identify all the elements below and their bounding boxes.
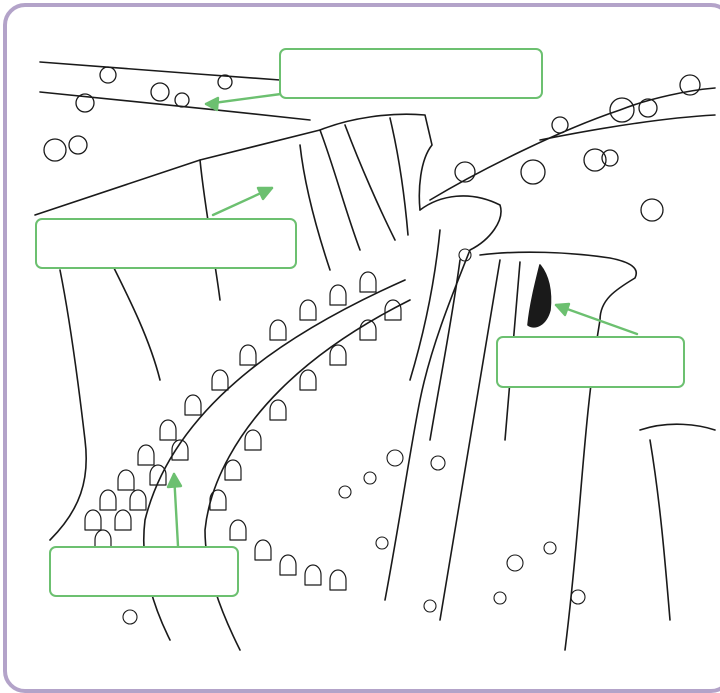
far-right-slope [539,114,716,141]
tree-cluster-right [209,299,402,591]
central-pillar-inner [409,229,461,441]
right-cliff-face [439,259,601,651]
label-arrows [166,92,639,548]
plateau-edge-right [429,87,716,201]
right-ledge [639,423,716,621]
tree-cluster-left [84,271,377,551]
arrow-cave-head [554,302,571,317]
left-cliff-face [199,117,409,301]
plateau-edge-left [39,61,311,121]
label-box-cliff[interactable] [35,218,297,269]
label-box-river[interactable] [49,546,239,597]
arrow-river-head [166,472,183,489]
cave-opening [527,264,552,328]
right-cliff-top [479,251,637,321]
plateau-trees [43,66,701,222]
arrow-cliff-head [256,186,274,201]
arrow-cave [554,303,639,336]
left-cliff-lower [49,259,161,541]
label-box-top[interactable] [279,48,543,99]
central-pillar [384,195,502,601]
label-box-cave[interactable] [496,336,685,388]
arrow-top-head [204,96,220,112]
left-cliff-top [34,113,433,216]
river-right-bank [204,299,411,651]
canyon-shrubs [122,248,586,625]
